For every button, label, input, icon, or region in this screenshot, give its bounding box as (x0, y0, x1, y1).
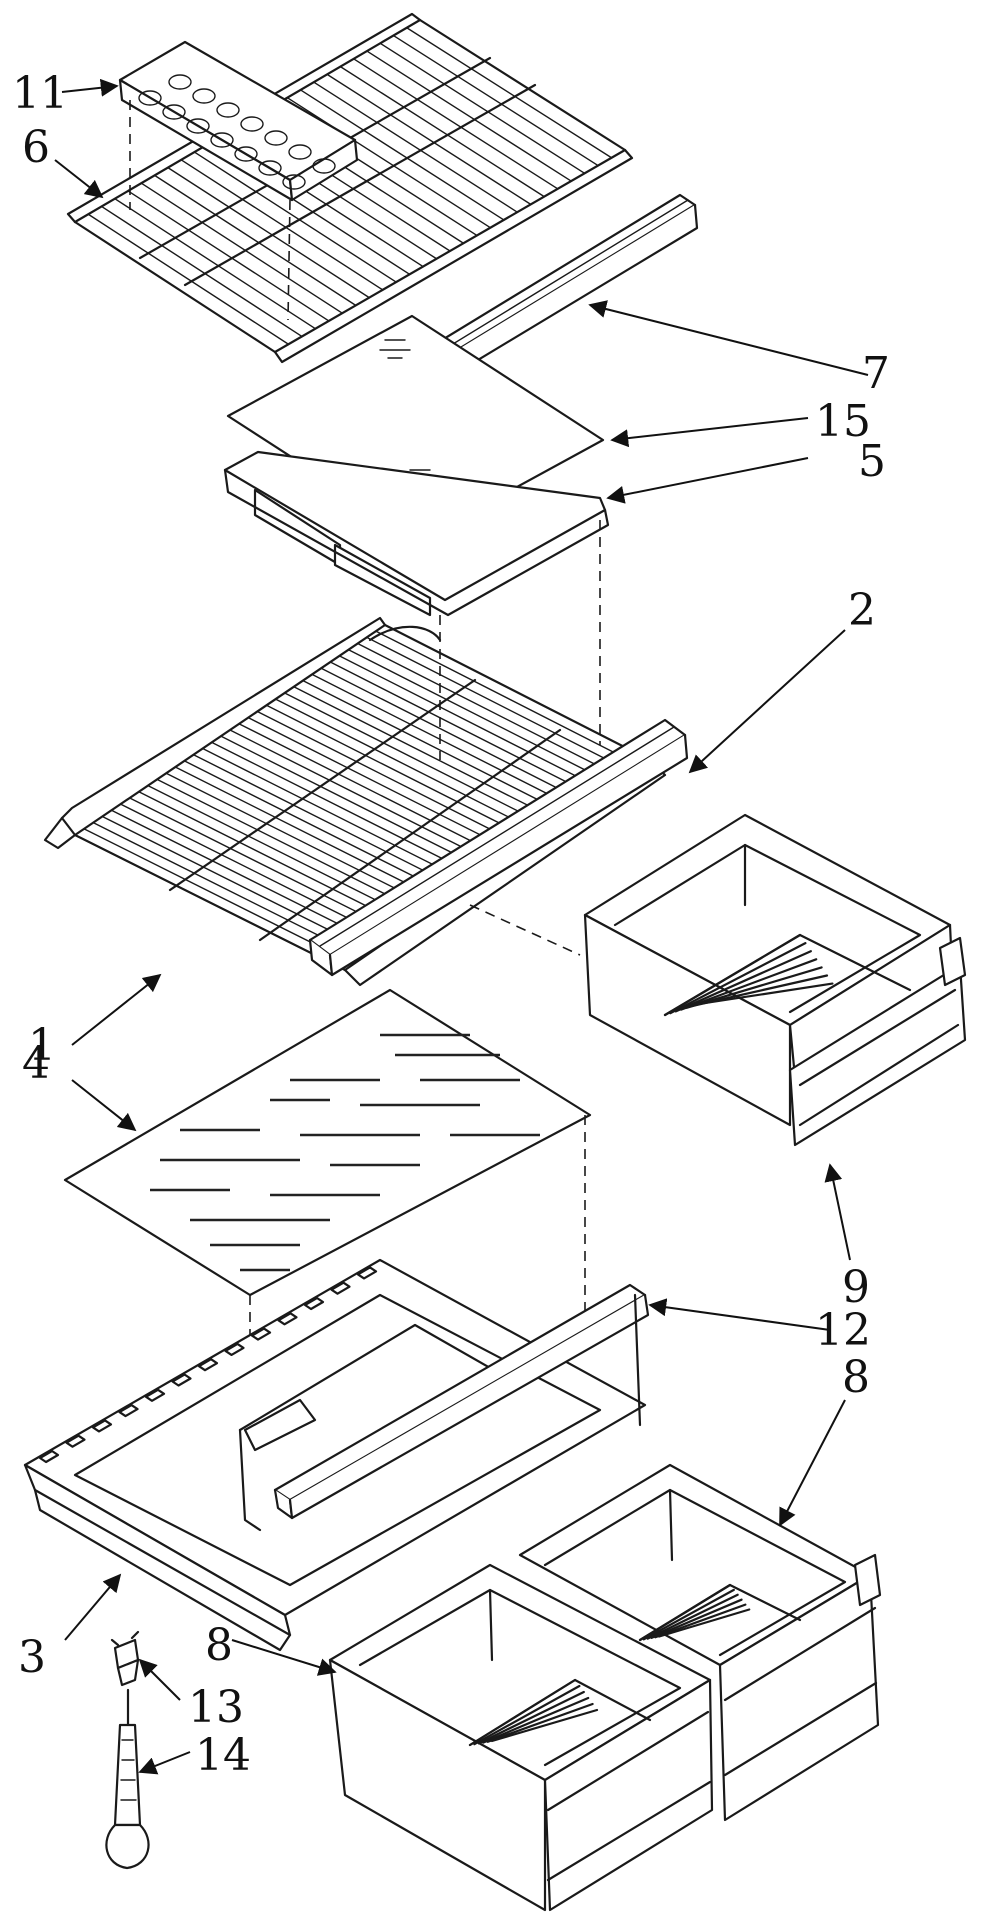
label-part-6: 6 (22, 122, 50, 173)
label-part-8-lower: 8 (205, 1620, 233, 1671)
lamp-socket-13 (110, 1630, 140, 1687)
label-part-8-upper: 8 (842, 1352, 870, 1403)
label-part-4: 4 (22, 1038, 50, 1089)
lamp-bulb-14 (105, 1688, 150, 1870)
crisper-cover-glass-4 (63, 988, 592, 1470)
label-part-7: 7 (862, 348, 890, 399)
shelf-frame-5 (223, 450, 610, 760)
crisper-drawer-right-8 (518, 1463, 882, 1822)
top-wire-shelf (66, 12, 634, 364)
leader-lines (54, 78, 869, 1775)
label-part-2: 2 (848, 585, 876, 636)
crisper-frame-3 (23, 1258, 647, 1652)
label-part-15: 15 (815, 396, 871, 447)
crisper-drawer-left-8 (328, 1563, 714, 1912)
label-part-11: 11 (12, 68, 68, 119)
meat-drawer-9 (583, 813, 967, 1147)
label-part-9: 9 (842, 1262, 870, 1313)
label-part-13: 13 (188, 1682, 244, 1733)
label-part-5: 5 (858, 436, 886, 487)
label-part-3: 3 (18, 1632, 46, 1683)
label-part-12: 12 (815, 1305, 871, 1356)
label-part-14: 14 (195, 1730, 251, 1781)
ice-tray (118, 40, 359, 321)
shelf-trim-2 (308, 718, 689, 977)
drawer-channel-12 (273, 1283, 650, 1520)
label-part-1: 1 (28, 1020, 56, 1071)
